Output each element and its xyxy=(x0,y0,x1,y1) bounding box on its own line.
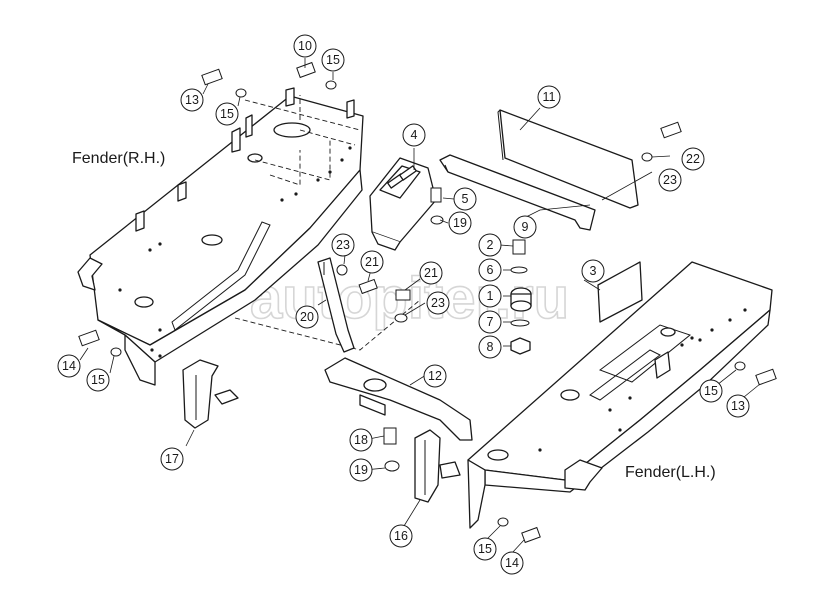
svg-text:1: 1 xyxy=(487,289,494,303)
callout-19-a: 19 xyxy=(448,211,472,235)
callout-14-a: 14 xyxy=(57,354,81,378)
svg-text:18: 18 xyxy=(354,433,368,447)
svg-text:17: 17 xyxy=(165,452,179,466)
callout-6: 6 xyxy=(478,258,502,282)
svg-text:20: 20 xyxy=(300,310,314,324)
callout-2: 2 xyxy=(478,233,502,257)
arm-part-20 xyxy=(317,257,355,353)
svg-text:5: 5 xyxy=(462,192,469,206)
callout-23-a: 23 xyxy=(658,168,682,192)
svg-text:14: 14 xyxy=(62,359,76,373)
callout-1: 1 xyxy=(478,284,502,308)
svg-text:21: 21 xyxy=(365,255,379,269)
bracket-part-4 xyxy=(369,157,437,251)
callout-10: 10 xyxy=(293,34,317,58)
svg-text:9: 9 xyxy=(522,220,529,234)
svg-text:23: 23 xyxy=(663,173,677,187)
svg-text:14: 14 xyxy=(505,556,519,570)
callout-13-a: 13 xyxy=(180,88,204,112)
support-part-16 xyxy=(414,429,461,503)
callout-21-b: 21 xyxy=(419,261,443,285)
callout-14-b: 14 xyxy=(500,551,524,575)
svg-text:4: 4 xyxy=(411,128,418,142)
svg-text:12: 12 xyxy=(428,369,442,383)
svg-text:21: 21 xyxy=(424,266,438,280)
svg-text:23: 23 xyxy=(336,238,350,252)
callout-16: 16 xyxy=(389,524,413,548)
svg-text:11: 11 xyxy=(543,90,556,104)
callout-23-c: 23 xyxy=(426,291,450,315)
callout-15-c: 15 xyxy=(86,368,110,392)
callout-15-b: 15 xyxy=(215,102,239,126)
svg-text:15: 15 xyxy=(478,542,492,556)
callout-17: 17 xyxy=(160,447,184,471)
svg-text:13: 13 xyxy=(185,93,199,107)
callout-3: 3 xyxy=(581,259,605,283)
svg-text:10: 10 xyxy=(298,39,312,53)
fender-rh-label: Fender(R.H.) xyxy=(72,150,165,167)
crossmember-part-12 xyxy=(324,357,473,441)
svg-text:3: 3 xyxy=(590,264,597,278)
callout-21-a: 21 xyxy=(360,250,384,274)
svg-text:6: 6 xyxy=(487,263,494,277)
svg-text:22: 22 xyxy=(686,152,700,166)
callout-4: 4 xyxy=(402,123,426,147)
fender-rh-part xyxy=(77,87,421,386)
callout-20: 20 xyxy=(295,305,319,329)
svg-text:13: 13 xyxy=(731,399,745,413)
support-part-17 xyxy=(182,359,239,429)
fender-lh-label: Fender(L.H.) xyxy=(625,464,716,481)
callout-7: 7 xyxy=(478,310,502,334)
rail-part-9 xyxy=(439,154,596,231)
svg-text:2: 2 xyxy=(487,238,494,252)
svg-text:15: 15 xyxy=(704,384,718,398)
callout-8: 8 xyxy=(478,335,502,359)
callout-5: 5 xyxy=(453,187,477,211)
callout-15-a: 15 xyxy=(321,48,345,72)
svg-text:19: 19 xyxy=(453,216,467,230)
callout-12: 12 xyxy=(423,364,447,388)
callout-19-b: 19 xyxy=(349,458,373,482)
svg-text:16: 16 xyxy=(394,529,408,543)
svg-text:15: 15 xyxy=(91,373,105,387)
svg-text:23: 23 xyxy=(431,296,445,310)
panel-part-11 xyxy=(497,109,639,209)
callout-13-b: 13 xyxy=(726,394,750,418)
fender-lh-part xyxy=(467,261,773,529)
callout-9: 9 xyxy=(513,215,537,239)
svg-text:15: 15 xyxy=(220,107,234,121)
callout-15-d: 15 xyxy=(699,379,723,403)
hardware xyxy=(78,61,777,544)
callout-23-b: 23 xyxy=(331,233,355,257)
callout-18: 18 xyxy=(349,428,373,452)
callout-22: 22 xyxy=(681,147,705,171)
callout-15-e: 15 xyxy=(473,537,497,561)
svg-text:15: 15 xyxy=(326,53,340,67)
callout-11: 11 xyxy=(537,85,561,109)
svg-text:7: 7 xyxy=(487,315,494,329)
svg-text:19: 19 xyxy=(354,463,368,477)
svg-text:8: 8 xyxy=(487,340,494,354)
